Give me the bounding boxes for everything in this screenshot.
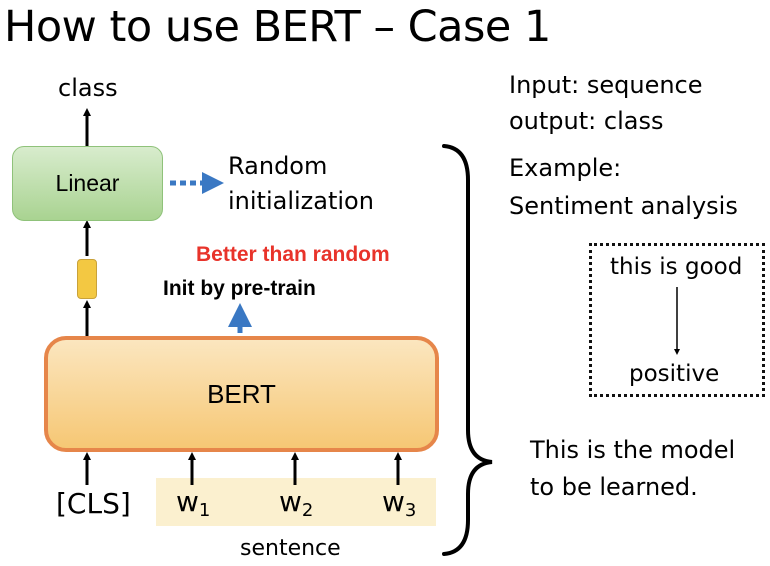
token-w1: w1 <box>176 485 211 521</box>
output-class-label: class <box>58 74 118 102</box>
cls-token: [CLS] <box>56 487 131 520</box>
token-w2: w2 <box>279 485 314 521</box>
example-heading: Example: <box>509 154 622 182</box>
brace-note-line2: to be learned. <box>530 473 698 501</box>
io-input-line: Input: sequence <box>509 71 703 99</box>
example-input-text: this is good <box>610 254 743 280</box>
better-than-random-label: Better than random <box>196 243 390 266</box>
page-title: How to use BERT – Case 1 <box>4 2 551 52</box>
bert-label: BERT <box>207 378 276 409</box>
dotted-arrow-random-init-head <box>202 172 224 194</box>
right-brace <box>442 144 493 556</box>
linear-layer-box: Linear <box>12 146 163 221</box>
example-output-text: positive <box>629 361 720 387</box>
example-task: Sentiment analysis <box>509 192 738 220</box>
brace-note-line1: This is the model <box>530 436 736 464</box>
token-w3: w3 <box>382 485 417 521</box>
cls-output-embedding <box>77 259 97 299</box>
example-box <box>589 243 765 397</box>
bert-model-box: BERT <box>44 336 439 452</box>
sentence-label: sentence <box>240 536 341 561</box>
linear-layer-label: Linear <box>55 170 120 196</box>
io-output-line: output: class <box>509 107 664 135</box>
random-init-line1: Random <box>228 152 328 180</box>
init-pretrain-label: Init by pre-train <box>163 277 316 300</box>
sentence-highlight <box>156 478 436 526</box>
random-init-line2: initialization <box>228 187 374 215</box>
dotted-arrow-pretrain-head <box>228 303 252 327</box>
